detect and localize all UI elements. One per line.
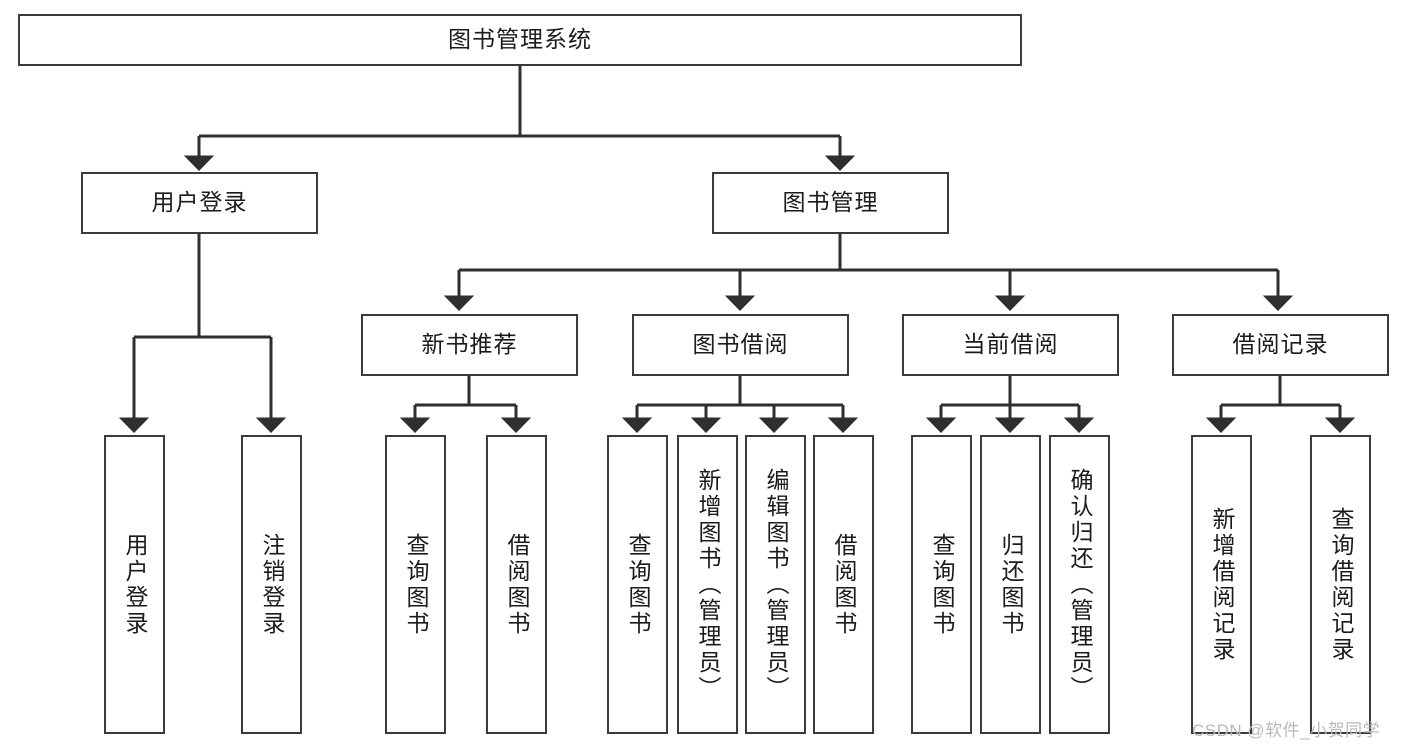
csdn-watermark: CSDN @软件_小贺同学 xyxy=(1192,721,1381,740)
edge-group-current-borrow xyxy=(925,376,1095,433)
node-label: 用户登录 xyxy=(122,532,148,637)
node-label: 查询图书 xyxy=(625,532,651,637)
node-label: 新书推荐 xyxy=(421,331,518,358)
leaf-edit-book[interactable]: 编辑图书（管理员） xyxy=(745,435,806,734)
node-root-book-management-system[interactable]: 图书管理系统 xyxy=(18,14,1022,66)
node-borrow-record[interactable]: 借阅记录 xyxy=(1172,314,1389,376)
node-label: 借阅图书 xyxy=(831,532,857,637)
leaf-query-book-recommend[interactable]: 查询图书 xyxy=(385,435,446,734)
node-current-borrow[interactable]: 当前借阅 xyxy=(902,314,1119,376)
edge-group-book-borrow xyxy=(621,376,859,433)
node-label: 借阅图书 xyxy=(504,532,530,637)
node-label: 图书借阅 xyxy=(692,331,789,358)
node-label: 新增图书（管理员） xyxy=(695,467,721,702)
leaf-query-borrow-record[interactable]: 查询借阅记录 xyxy=(1310,435,1371,734)
node-book-manage[interactable]: 图书管理 xyxy=(712,172,949,234)
node-label: 当前借阅 xyxy=(962,331,1059,358)
leaf-confirm-return[interactable]: 确认归还（管理员） xyxy=(1049,435,1110,734)
node-label: 确认归还（管理员） xyxy=(1067,467,1093,702)
node-label: 注销登录 xyxy=(259,532,285,637)
leaf-query-book-borrow[interactable]: 查询图书 xyxy=(607,435,668,734)
leaf-add-borrow-record[interactable]: 新增借阅记录 xyxy=(1191,435,1252,734)
node-new-book-recommend[interactable]: 新书推荐 xyxy=(361,314,578,376)
leaf-logout[interactable]: 注销登录 xyxy=(241,435,302,734)
node-label: 图书管理 xyxy=(782,189,879,216)
leaf-user-login[interactable]: 用户登录 xyxy=(104,435,165,734)
leaf-borrow-book[interactable]: 借阅图书 xyxy=(813,435,874,734)
node-label: 查询图书 xyxy=(929,532,955,637)
node-label: 新增借阅记录 xyxy=(1209,506,1235,663)
leaf-return-book[interactable]: 归还图书 xyxy=(980,435,1041,734)
node-label: 借阅记录 xyxy=(1232,331,1329,358)
edge-group-root xyxy=(183,66,856,171)
node-label: 查询图书 xyxy=(403,532,429,637)
node-book-borrow[interactable]: 图书借阅 xyxy=(632,314,849,376)
edge-group-book-manage xyxy=(443,234,1294,311)
node-label: 归还图书 xyxy=(998,532,1024,637)
leaf-query-book-current[interactable]: 查询图书 xyxy=(911,435,972,734)
node-label: 编辑图书（管理员） xyxy=(763,467,789,702)
leaf-add-book[interactable]: 新增图书（管理员） xyxy=(677,435,738,734)
edge-group-user-login xyxy=(118,234,287,433)
node-label: 图书管理系统 xyxy=(448,26,592,53)
edge-group-borrow-record xyxy=(1205,376,1356,433)
node-label: 用户登录 xyxy=(151,189,248,216)
edge-group-new-book-recommend xyxy=(399,376,532,433)
leaf-borrow-book-recommend[interactable]: 借阅图书 xyxy=(486,435,547,734)
node-label: 查询借阅记录 xyxy=(1328,506,1354,663)
node-user-login[interactable]: 用户登录 xyxy=(81,172,318,234)
